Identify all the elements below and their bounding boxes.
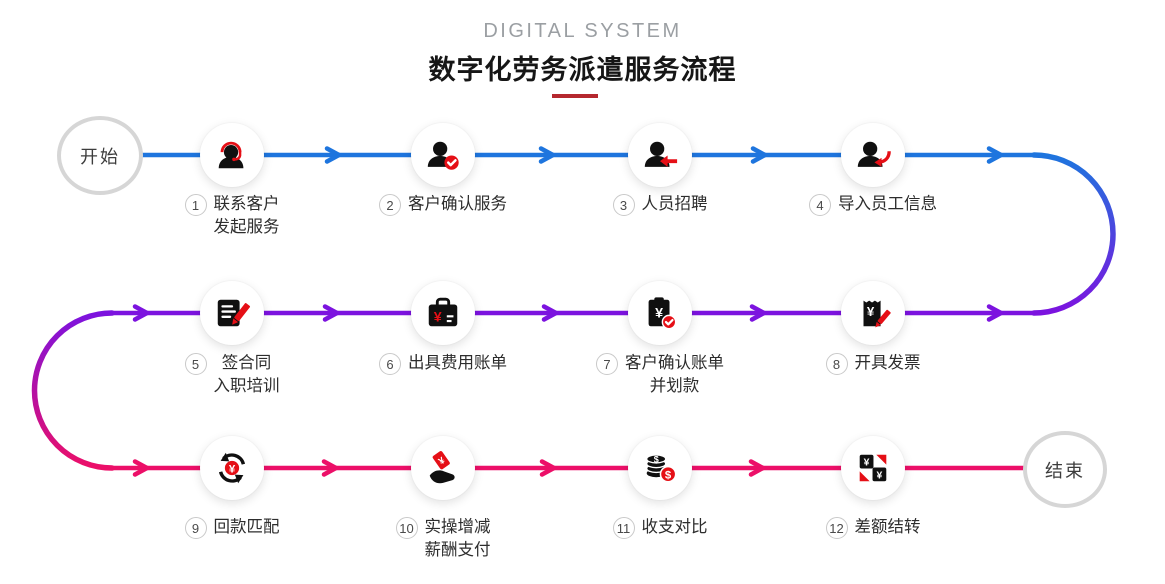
- step-number-badge: 3: [612, 194, 635, 216]
- svg-text:¥: ¥: [437, 455, 448, 467]
- page-title: 数字化劳务派遣服务流程: [428, 55, 737, 85]
- step-label-text: 回款匹配: [213, 518, 280, 536]
- step-label-6: 6 出具费用账单: [337, 352, 549, 375]
- step-number-badge: 7: [596, 353, 618, 375]
- step-label-text: 客户确认账单并划款: [625, 354, 724, 396]
- start-node: 开始: [57, 116, 143, 195]
- briefcase-yen-icon: ¥: [428, 297, 458, 327]
- step-label-1: 1 联系客户发起服务: [126, 193, 338, 240]
- step-label-10: 10 实操增减薪酬支付: [337, 516, 549, 563]
- step-number-badge: 11: [612, 517, 635, 539]
- step-number-badge: 5: [184, 353, 207, 375]
- step-label-text: 签合同入职培训: [213, 354, 280, 396]
- step-label-text: 联系客户发起服务: [213, 195, 280, 237]
- step-label-5: 5 签合同入职培训: [126, 352, 338, 399]
- step-label-text: 实操增减薪酬支付: [424, 518, 491, 560]
- step-node-6: ¥: [411, 281, 475, 345]
- svg-text:¥: ¥: [434, 310, 442, 326]
- row2-arrowheads: [132, 304, 1004, 322]
- svg-text:$: $: [654, 454, 659, 464]
- refund-match-icon: ¥: [218, 452, 246, 484]
- step-node-11: $ $: [628, 436, 692, 500]
- row1-arrowheads: [324, 146, 1004, 164]
- step-node-4: [841, 123, 905, 187]
- step-label-3: 3 人员招聘: [554, 193, 766, 216]
- left-u-curve: [31, 310, 115, 471]
- step-label-8: 8 开具发票: [767, 352, 979, 375]
- balance-transfer-icon: ¥ ¥: [859, 454, 887, 481]
- start-label: 开始: [80, 146, 120, 167]
- user-import-icon: [857, 141, 891, 167]
- step-number-badge: 1: [184, 194, 207, 216]
- svg-text:¥: ¥: [229, 463, 236, 475]
- step-node-7: ¥: [628, 281, 692, 345]
- end-label: 结束: [1045, 460, 1085, 481]
- step-node-9: ¥: [200, 436, 264, 500]
- bill-confirm-icon: ¥: [648, 297, 677, 330]
- step-label-text: 人员招聘: [641, 195, 708, 213]
- step-node-8: ¥: [841, 281, 905, 345]
- contract-edit-icon: [217, 299, 251, 327]
- svg-text:¥: ¥: [877, 470, 883, 481]
- step-node-3: [628, 123, 692, 187]
- page-header: DIGITAL SYSTEM 数字化劳务派遣服务流程: [0, 20, 1165, 98]
- step-number-badge: 8: [825, 353, 848, 375]
- step-node-2: [411, 123, 475, 187]
- step-number-badge: 6: [379, 353, 401, 375]
- step-label-text: 出具费用账单: [408, 354, 507, 372]
- step-label-text: 导入员工信息: [838, 195, 937, 213]
- invoice-edit-icon: ¥: [863, 300, 891, 328]
- step-label-2: 2 客户确认服务: [337, 193, 549, 216]
- payment-hand-icon: ¥: [429, 451, 455, 484]
- step-number-badge: 4: [809, 194, 831, 216]
- step-label-text: 收支对比: [641, 518, 708, 536]
- svg-text:¥: ¥: [655, 305, 663, 321]
- row3-arrowheads: [132, 459, 766, 477]
- svg-text:¥: ¥: [864, 458, 870, 469]
- step-label-text: 差额结转: [854, 518, 921, 536]
- coins-compare-icon: $ $: [646, 454, 677, 483]
- title-underline: [551, 94, 598, 98]
- step-label-text: 开具发票: [854, 354, 921, 372]
- headset-agent-icon: [218, 141, 244, 169]
- svg-text:¥: ¥: [867, 304, 875, 319]
- step-node-1: [200, 123, 264, 187]
- step-number-badge: 10: [395, 517, 418, 539]
- step-number-badge: 2: [379, 194, 401, 216]
- step-node-12: ¥ ¥: [841, 436, 905, 500]
- step-node-5: [200, 281, 264, 345]
- end-node: 结束: [1023, 431, 1107, 508]
- step-number-badge: 12: [825, 517, 848, 539]
- step-label-text: 客户确认服务: [408, 195, 507, 213]
- step-label-7: 7 客户确认账单并划款: [554, 352, 766, 399]
- step-label-9: 9 回款匹配: [126, 516, 338, 539]
- eyebrow-text: DIGITAL SYSTEM: [483, 20, 682, 42]
- step-label-11: 11 收支对比: [554, 516, 766, 539]
- step-node-10: ¥: [411, 436, 475, 500]
- step-number-badge: 9: [184, 517, 207, 539]
- right-u-curve: [1031, 152, 1116, 316]
- user-recruit-icon: [644, 141, 678, 167]
- step-label-4: 4 导入员工信息: [767, 193, 979, 216]
- user-check-icon: [427, 141, 459, 170]
- svg-text:$: $: [665, 469, 672, 481]
- step-label-12: 12 差额结转: [767, 516, 979, 539]
